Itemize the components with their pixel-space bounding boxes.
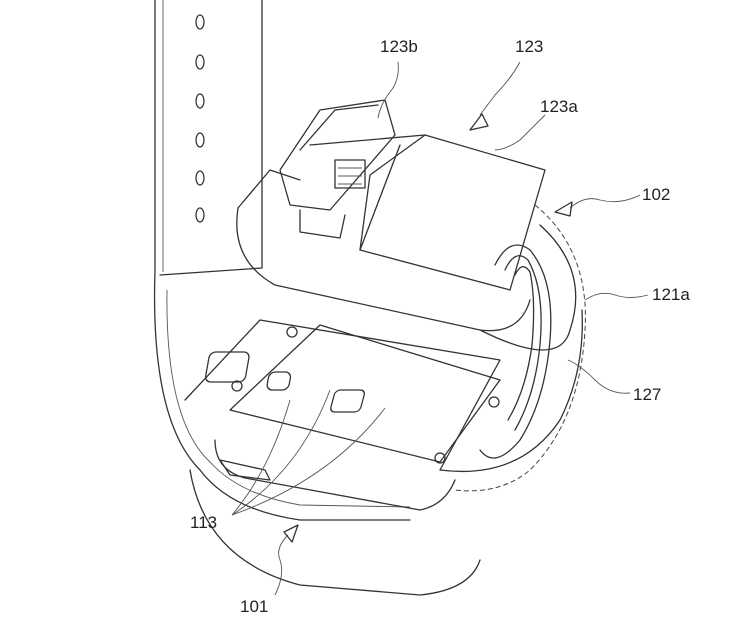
leader-lines	[231, 61, 649, 596]
label-113: 113	[190, 513, 217, 532]
label-127: 127	[633, 385, 661, 404]
device-body	[184, 319, 501, 511]
clasp	[279, 99, 546, 291]
label-123a: 123a	[540, 97, 578, 116]
strap	[153, 0, 481, 596]
label-123: 123	[515, 37, 543, 56]
sensors	[204, 351, 366, 413]
label-121a: 121a	[652, 285, 690, 304]
strap-holes	[195, 14, 205, 223]
label-123b: 123b	[380, 37, 418, 56]
label-101: 101	[240, 597, 268, 616]
loop-band	[236, 169, 586, 492]
label-102: 102	[642, 185, 670, 204]
